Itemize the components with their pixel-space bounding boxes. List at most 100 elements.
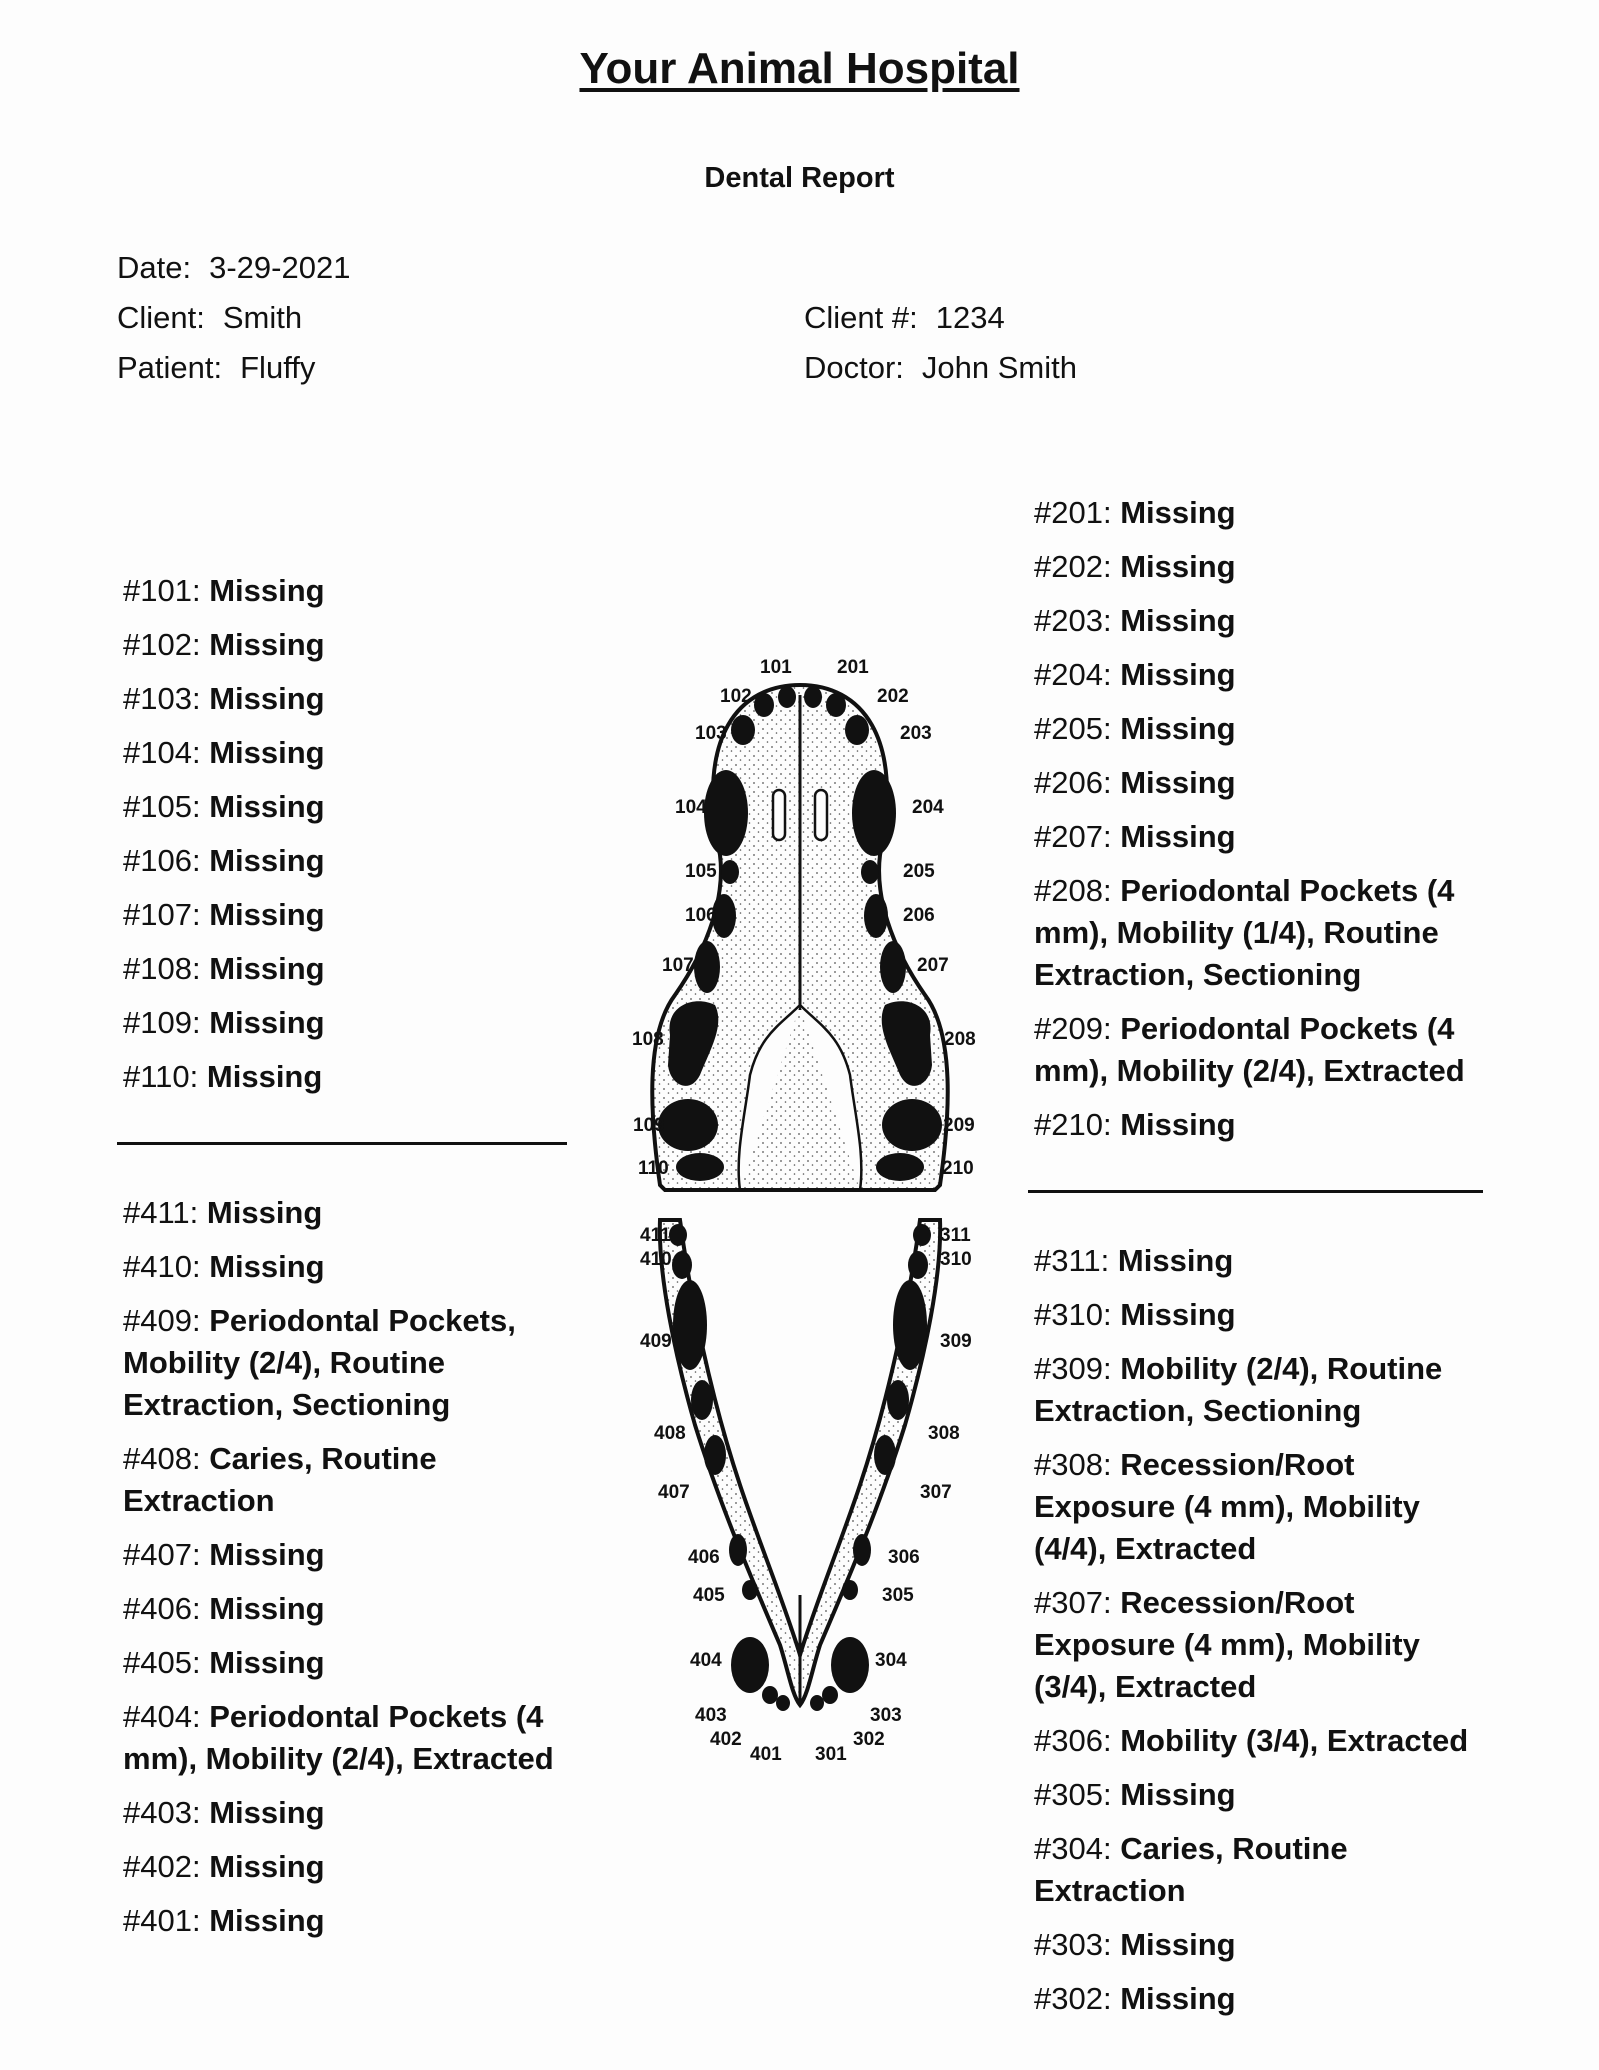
tooth-number: #406 <box>123 1591 192 1626</box>
tooth-number: #304 <box>1034 1831 1103 1866</box>
tooth-finding: Missing <box>206 1059 323 1094</box>
tooth-label-205: 205 <box>903 861 935 882</box>
tooth-number: #109 <box>123 1005 192 1040</box>
tooth-finding-row: #402: Missing <box>123 1846 563 1888</box>
tooth-number: #102 <box>123 627 192 662</box>
tooth-finding-row: #103: Missing <box>123 678 563 720</box>
tooth-finding-row: #409: Periodontal Pockets, Mobility (2/4… <box>123 1300 563 1426</box>
separator: : <box>191 1795 210 1830</box>
tooth-finding: Missing <box>1120 495 1236 530</box>
tooth-finding-row: #303: Missing <box>1034 1924 1484 1966</box>
separator: : <box>191 735 210 770</box>
tooth-label-311: 311 <box>940 1225 971 1246</box>
tooth-finding: Missing <box>1120 657 1236 692</box>
tooth-label-101: 101 <box>760 657 792 678</box>
tooth-finding: Recession/Root Exposure (4 mm), Mobility… <box>1034 1447 1420 1566</box>
tooth-finding: Periodontal Pockets (4 mm), Mobility (2/… <box>123 1699 554 1776</box>
tooth-finding: Missing <box>1120 1981 1236 2016</box>
separator: : <box>191 897 210 932</box>
date-label: Date: <box>117 250 192 285</box>
tooth-finding-row: #404: Periodontal Pockets (4 mm), Mobili… <box>123 1696 563 1780</box>
tooth-number: #101 <box>123 573 192 608</box>
client-number-value: 1234 <box>935 300 1005 335</box>
tooth-label-408: 408 <box>654 1423 686 1444</box>
tooth-label-402: 402 <box>710 1729 742 1750</box>
tooth-finding-row: #104: Missing <box>123 732 563 774</box>
tooth-number: #402 <box>123 1849 192 1884</box>
tooth-number: #308 <box>1034 1447 1103 1482</box>
separator: : <box>1100 1243 1118 1278</box>
tooth-finding-row: #110: Missing <box>123 1056 563 1098</box>
tooth-finding-row: #208: Periodontal Pockets (4 mm), Mobili… <box>1034 870 1484 996</box>
tooth-finding-row: #407: Missing <box>123 1534 563 1576</box>
tooth-number-labels: 1011021031041051061071081091102012022032… <box>632 657 976 1765</box>
tooth-number: #404 <box>123 1699 192 1734</box>
tooth-label-405: 405 <box>693 1585 725 1606</box>
tooth-label-207: 207 <box>917 955 949 976</box>
tooth-label-308: 308 <box>928 1423 960 1444</box>
tooth-finding-row: #308: Recession/Root Exposure (4 mm), Mo… <box>1034 1444 1484 1570</box>
tooth-label-203: 203 <box>900 723 932 744</box>
tooth-label-103: 103 <box>695 723 727 744</box>
tooth-finding: Missing <box>1117 1243 1234 1278</box>
separator: : <box>191 1303 210 1338</box>
tooth-finding-row: #207: Missing <box>1034 816 1484 858</box>
tooth-finding-row: #411: Missing <box>123 1192 563 1234</box>
tooth-label-209: 209 <box>943 1115 975 1136</box>
tooth-label-204: 204 <box>912 797 944 818</box>
tooth-finding-row: #203: Missing <box>1034 600 1484 642</box>
tooth-finding-row: #302: Missing <box>1034 1978 1484 2020</box>
tooth-finding: Missing <box>209 573 325 608</box>
tooth-finding-row: #202: Missing <box>1034 546 1484 588</box>
separator: : <box>1102 549 1121 584</box>
date-value: 3-29-2021 <box>209 250 351 285</box>
tooth-finding: Missing <box>209 1005 325 1040</box>
separator: : <box>189 1059 207 1094</box>
tooth-finding: Missing <box>209 951 325 986</box>
tooth-finding: Missing <box>1120 1297 1236 1332</box>
tooth-finding: Missing <box>1120 819 1236 854</box>
tooth-label-309: 309 <box>940 1331 972 1352</box>
tooth-number: #107 <box>123 897 192 932</box>
tooth-number: #410 <box>123 1249 192 1284</box>
tooth-label-305: 305 <box>882 1585 914 1606</box>
tooth-label-106: 106 <box>685 905 717 926</box>
doctor-value: John Smith <box>921 350 1077 385</box>
tooth-finding-row: #201: Missing <box>1034 492 1484 534</box>
tooth-label-310: 310 <box>940 1249 972 1270</box>
tooth-number: #411 <box>123 1195 190 1230</box>
separator: : <box>191 843 210 878</box>
tooth-label-301: 301 <box>815 1744 847 1765</box>
tooth-finding-row: #210: Missing <box>1034 1104 1484 1146</box>
tooth-label-411: 411 <box>640 1225 671 1246</box>
tooth-label-307: 307 <box>920 1482 952 1503</box>
tooth-finding-row: #311: Missing <box>1034 1240 1484 1282</box>
tooth-finding-row: #307: Recession/Root Exposure (4 mm), Mo… <box>1034 1582 1484 1708</box>
tooth-number: #306 <box>1034 1723 1103 1758</box>
tooth-finding-row: #401: Missing <box>123 1900 563 1942</box>
tooth-finding: Missing <box>1120 1107 1236 1142</box>
tooth-finding: Missing <box>1120 603 1236 638</box>
separator: : <box>191 1441 210 1476</box>
tooth-label-208: 208 <box>944 1029 976 1050</box>
separator: : <box>191 1645 210 1680</box>
tooth-number: #105 <box>123 789 192 824</box>
tooth-number: #108 <box>123 951 192 986</box>
tooth-finding-row: #310: Missing <box>1034 1294 1484 1336</box>
tooth-label-105: 105 <box>685 861 717 882</box>
tooth-number: #209 <box>1034 1011 1103 1046</box>
tooth-label-303: 303 <box>870 1705 902 1726</box>
tooth-finding: Mobility (3/4), Extracted <box>1120 1723 1469 1758</box>
tooth-number: #204 <box>1034 657 1103 692</box>
tooth-finding: Missing <box>209 1903 325 1938</box>
lower-teeth <box>669 1224 931 1711</box>
separator: : <box>1102 1351 1121 1386</box>
tooth-finding-row: #406: Missing <box>123 1588 563 1630</box>
separator: : <box>191 1005 210 1040</box>
tooth-finding: Caries, Routine Extraction <box>1034 1831 1348 1908</box>
separator: : <box>1102 1297 1121 1332</box>
tooth-finding-row: #108: Missing <box>123 948 563 990</box>
tooth-finding: Periodontal Pockets (4 mm), Mobility (1/… <box>1034 873 1455 992</box>
separator: : <box>191 1249 210 1284</box>
tooth-label-201: 201 <box>837 657 869 678</box>
